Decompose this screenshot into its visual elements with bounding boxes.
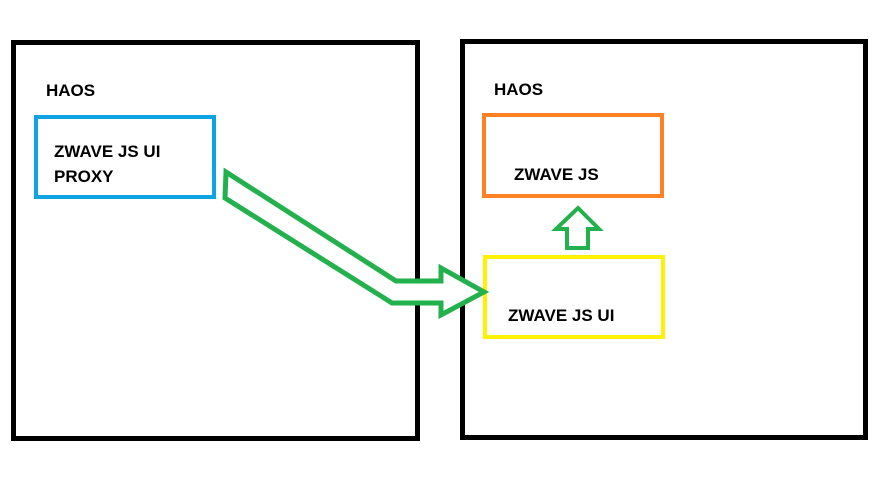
service-label-zwave-js-ui-proxy: ZWAVE JS UI PROXY bbox=[54, 142, 161, 186]
service-label-zwave-js-ui: ZWAVE JS UI bbox=[508, 306, 615, 325]
host-box-right: HAOS bbox=[460, 39, 868, 440]
service-label-zwave-js: ZWAVE JS bbox=[514, 165, 599, 184]
host-label-right: HAOS bbox=[494, 80, 544, 99]
host-box-left: HAOS bbox=[11, 40, 420, 441]
service-box-zwave-js-ui-proxy: ZWAVE JS UI PROXY bbox=[34, 115, 216, 199]
service-box-zwave-js: ZWAVE JS bbox=[482, 113, 664, 198]
host-label-left: HAOS bbox=[46, 81, 96, 100]
service-box-zwave-js-ui: ZWAVE JS UI bbox=[483, 255, 665, 339]
